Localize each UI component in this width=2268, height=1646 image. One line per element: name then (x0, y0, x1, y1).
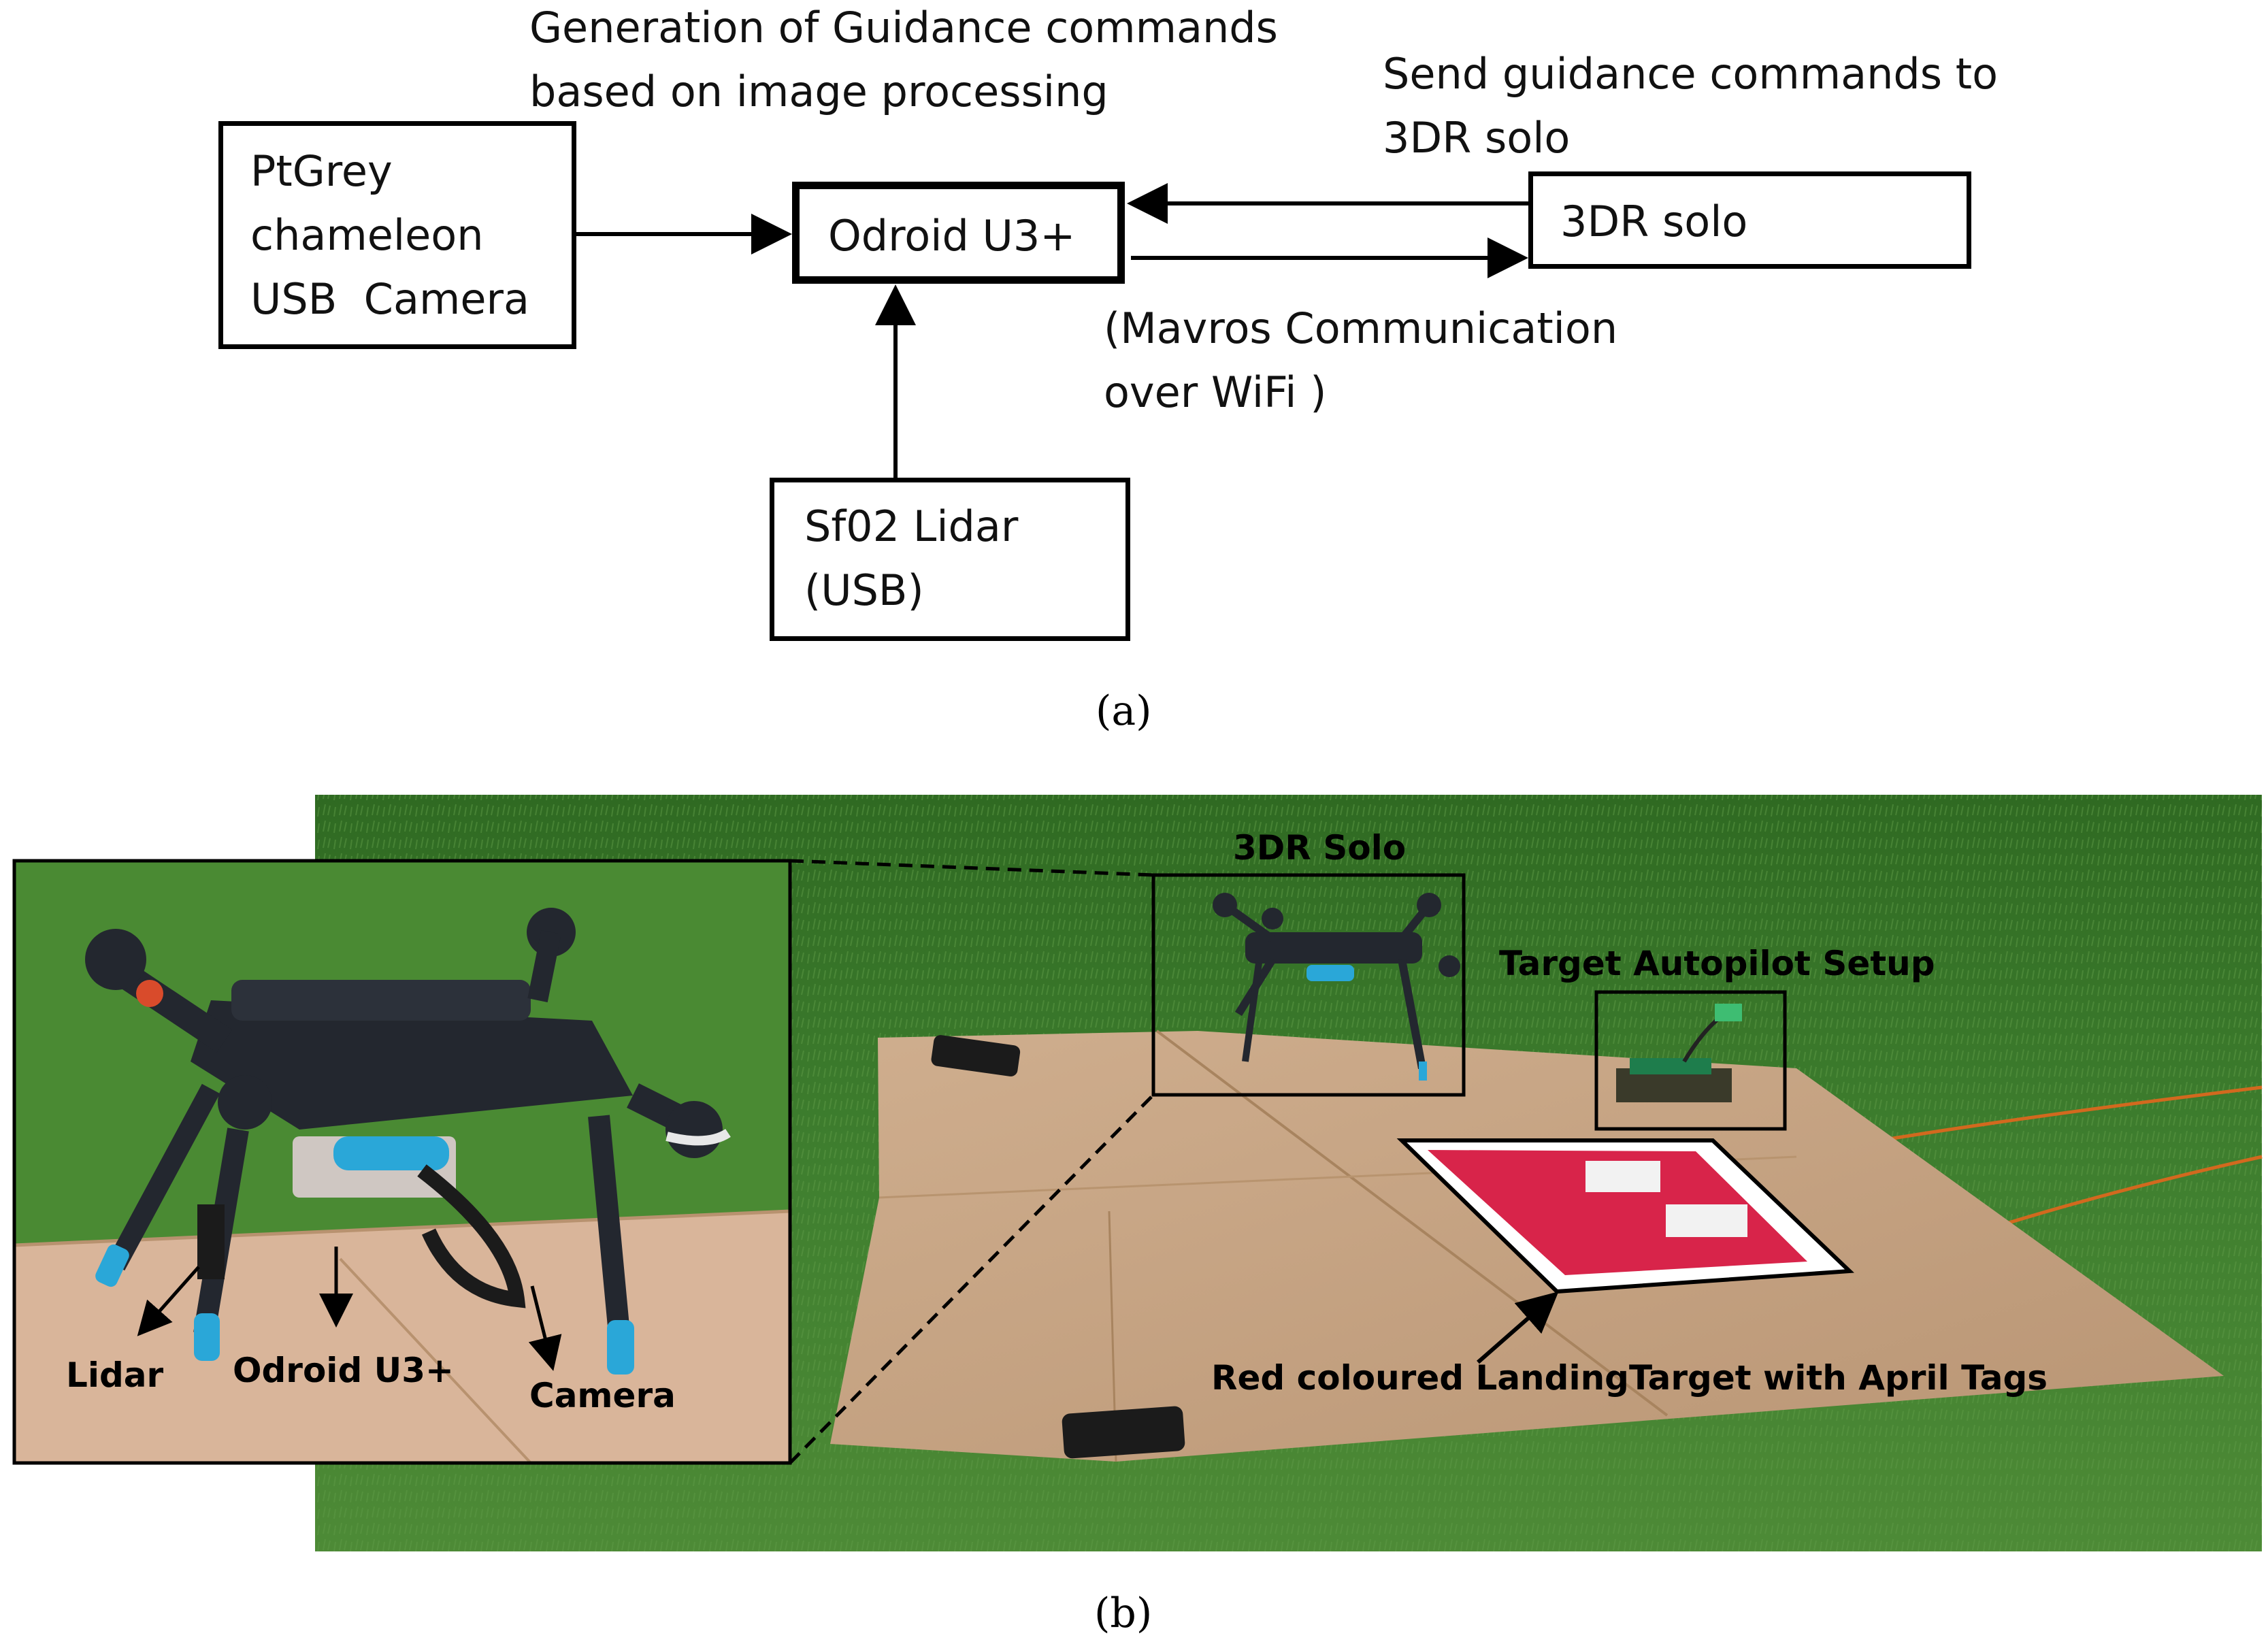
target-annotation-frame (1396, 1138, 1854, 1294)
rope (1979, 1155, 2263, 1234)
odroid-box: Odroid U3+ (792, 182, 1125, 284)
autopilot-device (1616, 1004, 1742, 1102)
zoom-connector-top (789, 859, 1154, 877)
drone-scene (1213, 893, 1460, 1081)
inset-frame (12, 859, 792, 1465)
inset-label-lidar: Lidar (66, 1355, 164, 1395)
inset-label-camera: Camera (529, 1376, 676, 1415)
solo-label: 3DR Solo (1233, 828, 1407, 868)
drone-inset (85, 908, 731, 1375)
landing-target (1428, 1150, 1807, 1275)
caption-a: (a) (1096, 687, 1152, 735)
weight-pad (1062, 1406, 1185, 1459)
solo-box-label: 3DR solo (1560, 197, 1748, 246)
autopilot-label: Target Autopilot Setup (1499, 944, 1935, 983)
lidar-box-label: Sf02 Lidar (USB) (804, 501, 1019, 615)
autopilot-annotation-box (1594, 990, 1787, 1131)
april-tag (1666, 1204, 1747, 1237)
solo-annotation-box (1151, 873, 1466, 1097)
weight-pad (931, 1035, 1021, 1076)
solo-box: 3DR solo (1528, 171, 1971, 269)
lidar-box: Sf02 Lidar (USB) (770, 478, 1130, 641)
inset-photo (14, 861, 791, 1464)
target-label: Red coloured LandingTarget with April Ta… (1211, 1358, 2048, 1398)
target-arrow (1477, 1291, 1559, 1364)
april-tag (1585, 1161, 1660, 1192)
mavros-note: (Mavros Communication over WiFi ) (1104, 303, 1618, 417)
camera-box: PtGrey chameleon USB Camera (218, 121, 576, 349)
send-commands-title: Send guidance commands to 3DR solo (1383, 49, 1999, 163)
odroid-box-label: Odroid U3+ (828, 211, 1076, 261)
camera-arrow (528, 1285, 562, 1371)
generation-title: Generation of Guidance commands based on… (529, 3, 1278, 116)
caption-b: (b) (1094, 1590, 1153, 1637)
lidar-arrow (137, 1266, 200, 1336)
inset-label-odroid: Odroid U3+ (233, 1351, 454, 1390)
camera-box-label: PtGrey chameleon USB Camera (250, 146, 529, 324)
